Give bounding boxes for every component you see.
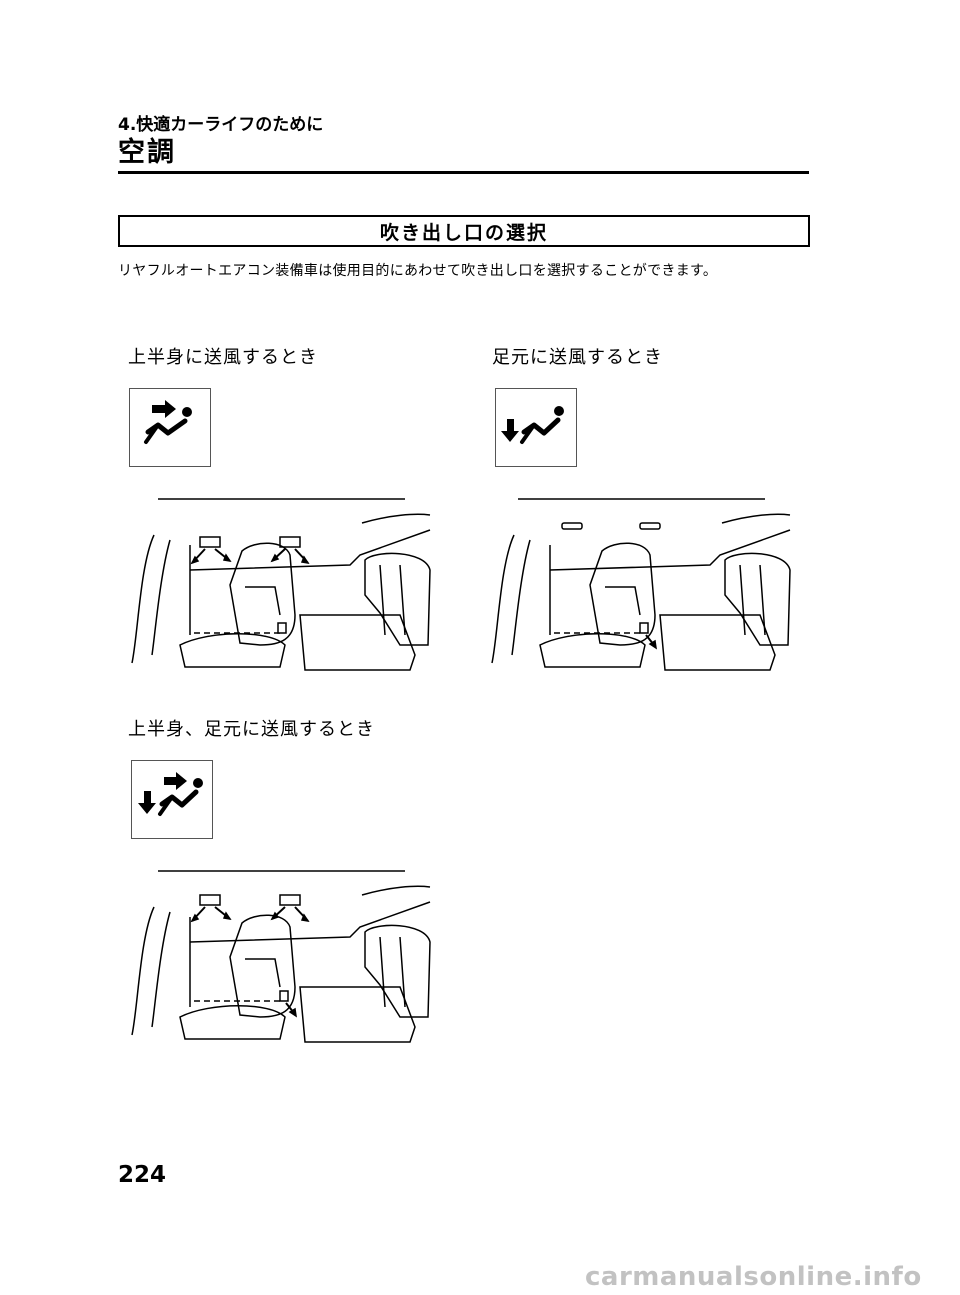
bi-level-vent-mode-icon xyxy=(131,760,213,839)
section-heading-box: 吹き出し口の選択 xyxy=(118,215,810,247)
page-number: 224 xyxy=(118,1162,167,1188)
face-vent-mode-icon xyxy=(129,388,211,467)
page-title: 空調 xyxy=(118,137,176,168)
mode-caption-bi-level: 上半身、足元に送風するとき xyxy=(128,719,375,740)
watermark: carmanualsonline.info xyxy=(585,1262,922,1292)
mode-caption-face: 上半身に送風するとき xyxy=(128,347,318,368)
chapter-label: 4.快適カーライフのために xyxy=(118,115,324,135)
car-interior-face-illustration xyxy=(130,495,440,675)
mode-caption-foot: 足元に送風するとき xyxy=(492,347,663,368)
car-interior-foot-illustration xyxy=(490,495,800,675)
title-rule xyxy=(118,171,809,174)
section-heading: 吹き出し口の選択 xyxy=(379,221,548,244)
intro-text: リヤフルオートエアコン装備車は使用目的にあわせて吹き出し口を選択することができま… xyxy=(118,263,718,279)
foot-vent-mode-icon xyxy=(495,388,577,467)
car-interior-bi-level-illustration xyxy=(130,867,440,1047)
